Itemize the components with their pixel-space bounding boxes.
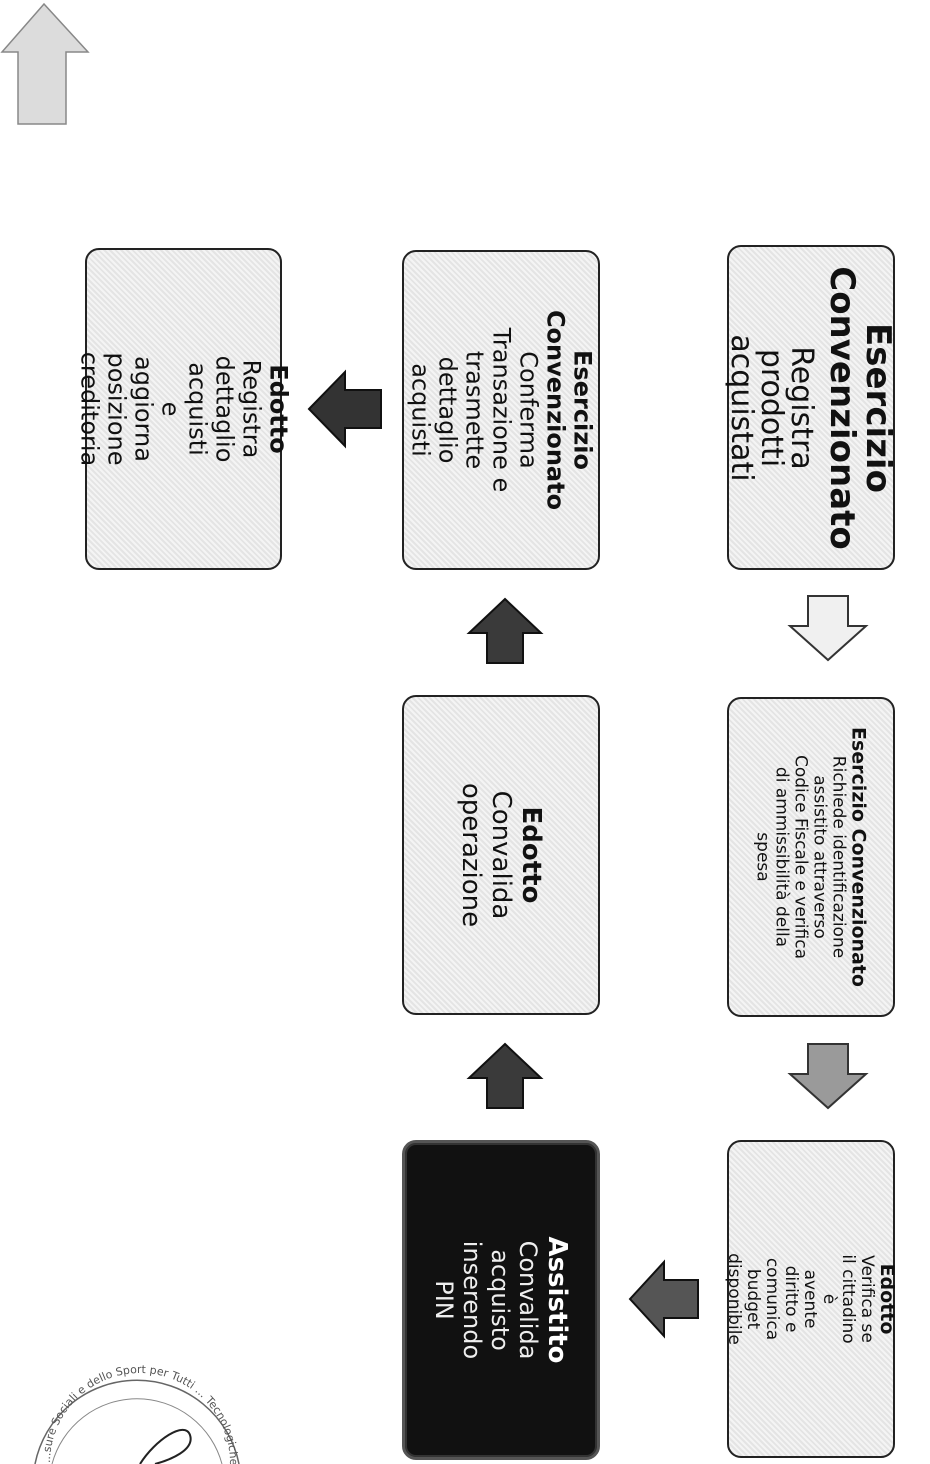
- step-box-request-identification: Esercizio Convenzionato Richiede identif…: [727, 697, 895, 1017]
- step-title: Edotto: [264, 364, 292, 454]
- left-arrow-icon: [628, 1259, 699, 1339]
- step-box-register-products: Esercizio Convenzionato Registra prodott…: [724, 245, 898, 570]
- down-arrow-icon: [787, 1043, 869, 1110]
- step-box-verify-eligibility: Edotto Verifica se il cittadino è avente…: [724, 1140, 898, 1458]
- step-title: Edotto: [516, 806, 546, 904]
- up-arrow-icon: [466, 597, 544, 664]
- up-arrow-icon: [0, 2, 90, 125]
- svg-text:...sure Sociali e dello Sport: ...sure Sociali e dello Sport per Tutti …: [40, 1363, 240, 1464]
- step-title: Esercizio Convenzionato: [541, 309, 597, 511]
- step-title: Assistito: [542, 1236, 572, 1364]
- official-stamp: ...sure Sociali e dello Sport per Tutti …: [34, 1363, 240, 1464]
- step-title: Esercizio Convenzionato: [847, 727, 870, 987]
- step-box-register-details: Edotto Registra dettaglio acquisti e agg…: [75, 248, 292, 570]
- up-arrow-icon: [466, 1042, 544, 1109]
- step-title: Esercizio Convenzionato: [822, 265, 898, 550]
- step-box-confirm-transaction: Esercizio Convenzionato Conferma Transaz…: [402, 250, 600, 570]
- step-body: Convalida acquisto inserendo PIN: [430, 1240, 542, 1360]
- step-body: Convalida operazione: [456, 782, 516, 928]
- down-arrow-icon: [787, 595, 869, 662]
- step-body: Verifica se il cittadino è avente diritt…: [724, 1253, 877, 1345]
- step-box-validate-operation: Edotto Convalida operazione: [402, 695, 600, 1015]
- left-arrow-icon: [307, 369, 382, 449]
- step-body: Registra dettaglio acquisti e aggiorna p…: [75, 351, 265, 467]
- step-body: Richiede identificazione assistito attra…: [752, 754, 849, 960]
- step-box-assistito-pin: Assistito Convalida acquisto inserendo P…: [402, 1140, 600, 1460]
- step-body: Registra prodotti acquistati: [724, 333, 819, 482]
- step-title: Edotto: [876, 1263, 898, 1335]
- stamp-text: ...sure Sociali e dello Sport per Tutti …: [40, 1363, 240, 1464]
- step-body: Conferma Transazione e trasmette dettagl…: [406, 327, 543, 493]
